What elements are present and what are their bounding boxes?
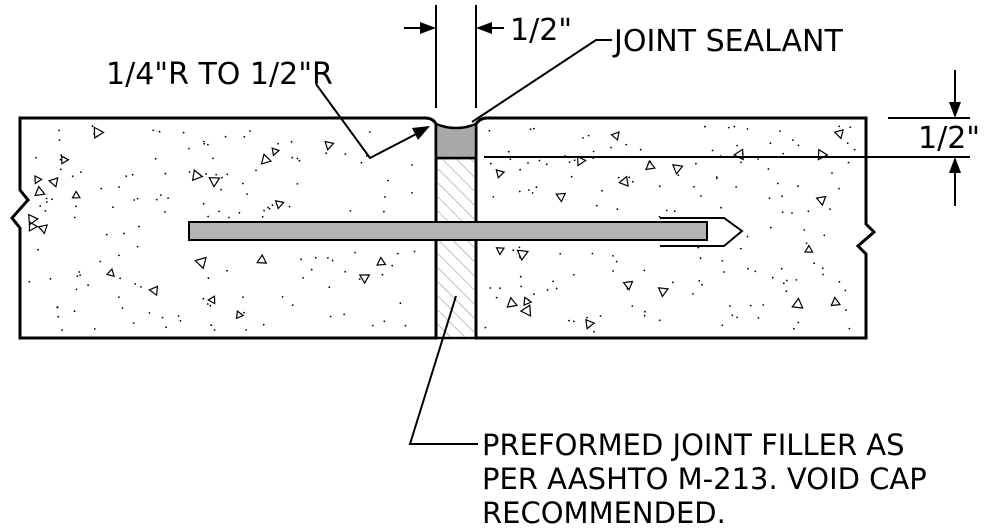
- joint-sealant-leader: [471, 39, 612, 123]
- joint-sealant-block: [434, 122, 478, 160]
- radius-leader: [315, 83, 425, 160]
- preformed-joint-filler: [434, 156, 478, 340]
- sealant-depth-label: 1/2": [918, 121, 980, 156]
- joint-width-label: 1/2": [510, 13, 572, 48]
- filler-label-line2: PER AASHTO M-213. VOID CAP: [482, 462, 927, 496]
- joint-width-dimension: [404, 5, 504, 108]
- radius-label: 1/4"R TO 1/2"R: [106, 57, 333, 92]
- joint-sealant-label: JOINT SEALANT: [612, 24, 843, 59]
- sealant-depth-dimension: [484, 70, 970, 206]
- dowel-bar: [188, 221, 708, 241]
- filler-label-line1: PREFORMED JOINT FILLER AS: [482, 428, 905, 462]
- slab-right-outline: [474, 116, 877, 340]
- void-cap: [660, 217, 744, 247]
- concrete-aggregate-texture: [27, 125, 856, 333]
- filler-leader: [408, 295, 478, 445]
- filler-label-line3: RECOMMENDED.: [482, 496, 726, 529]
